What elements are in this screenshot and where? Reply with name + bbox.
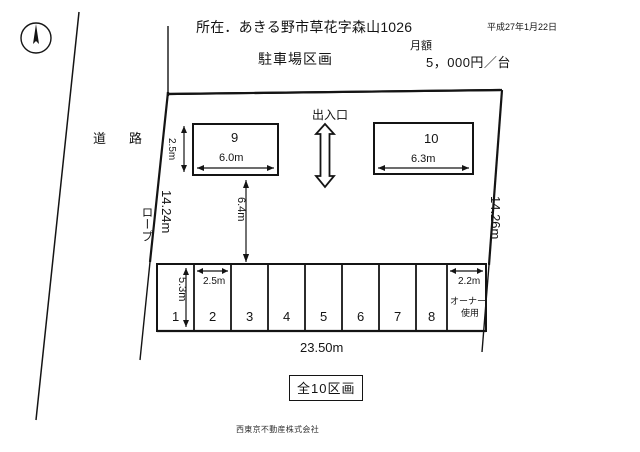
stall-5-number[interactable]: 5 <box>320 309 328 324</box>
stall-4-number[interactable]: 4 <box>283 309 291 324</box>
stall-9-number: 9 <box>231 130 239 145</box>
total-width-label: 23.50m <box>300 340 344 355</box>
boundary-right <box>487 89 504 266</box>
boundary-top-line <box>167 88 503 96</box>
stall-9-depth-dimension <box>181 126 187 172</box>
boundary-left <box>148 91 170 263</box>
boundary-left-extend <box>139 261 151 361</box>
stall-10-number: 10 <box>424 131 439 146</box>
stall-10-width-dimension <box>378 165 469 171</box>
entrance-arrow-icon <box>313 122 337 189</box>
subtitle-text: 駐車場区画 <box>258 51 333 67</box>
stall-1-number[interactable]: 1 <box>172 309 180 324</box>
stall-9-width-label: 6.0m <box>219 152 244 164</box>
stall-6-number[interactable]: 6 <box>357 309 365 324</box>
left-boundary-length: 14.24m <box>159 190 174 234</box>
stall-8-number[interactable]: 8 <box>428 309 436 324</box>
stall-7-number[interactable]: 7 <box>394 309 402 324</box>
row-gap-label: 6.4m <box>235 197 247 222</box>
stall-9-depth-label: 2.5m <box>166 138 177 161</box>
stall-3-number[interactable]: 3 <box>246 309 254 324</box>
stall-width-dimension <box>197 268 228 274</box>
fee-value: 5，000円／台 <box>426 55 511 70</box>
compass-north-icon <box>20 22 52 54</box>
bottom-row-depth-dimension <box>183 268 189 327</box>
stall-9-width-dimension <box>197 165 274 171</box>
entrance-label: 出入口 <box>312 108 349 122</box>
owner-stall-width-dimension <box>450 268 483 274</box>
bottom-row-block <box>156 263 487 332</box>
road-label: 道 路 <box>93 131 148 146</box>
fee-label: 月額 <box>410 40 432 52</box>
bottom-row-dividers <box>193 264 448 331</box>
stall-10-width-label: 6.3m <box>411 153 436 165</box>
stall-width-label: 2.5m <box>203 276 226 287</box>
right-boundary-length: 14.26m <box>488 196 503 240</box>
stall-10-box[interactable] <box>373 122 474 175</box>
road-edge-line <box>35 11 80 421</box>
bottom-row-depth-label: 5.3m <box>176 277 188 302</box>
rope-label: ロープ <box>140 206 154 242</box>
stall-2-number[interactable]: 2 <box>209 309 217 324</box>
stall-9-box[interactable] <box>192 123 279 176</box>
owner-label-line1: オーナー <box>450 296 487 306</box>
owner-stall-width-label: 2.2m <box>458 276 481 287</box>
owner-label-line2: 使用 <box>461 308 480 318</box>
company-name: 西東京不動産株式会社 <box>236 425 319 434</box>
total-sections-badge: 全10区画 <box>289 375 364 401</box>
date-text: 平成27年1月22日 <box>487 22 558 32</box>
address-text: 所在．あきる野市草花字森山1026 <box>196 19 413 35</box>
gap-arrow-marker <box>243 254 249 262</box>
